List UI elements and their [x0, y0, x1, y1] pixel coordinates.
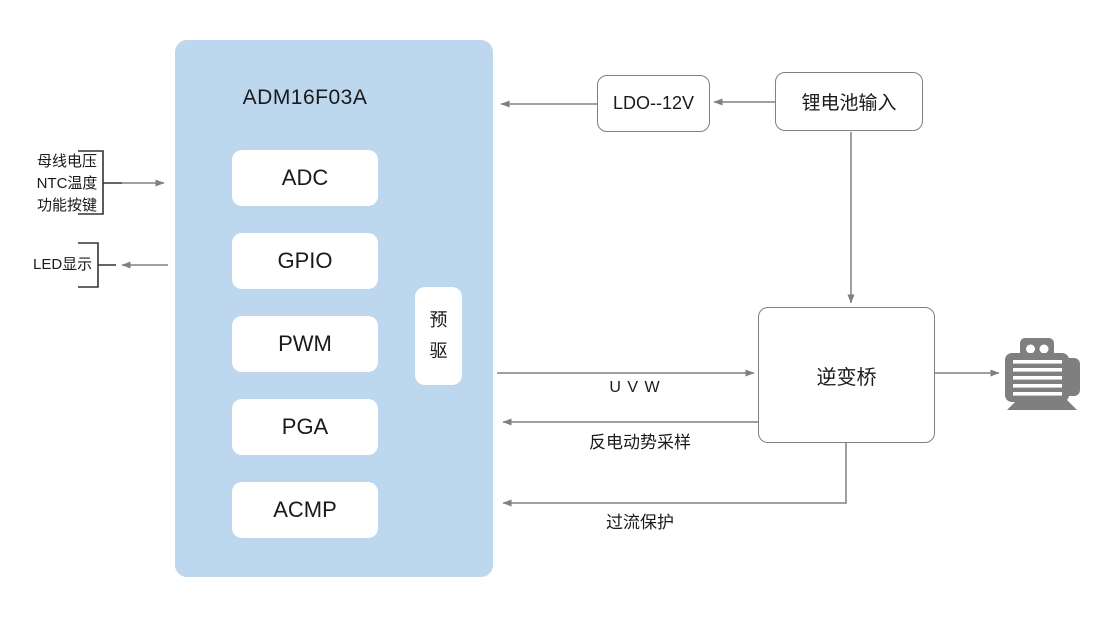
battery-input-label: 锂电池输入	[801, 93, 897, 114]
chip-block: ADM16F03A ADC GPIO PWM PGA ACMP 预驱	[175, 40, 493, 577]
uvw-phase-label: U V W	[609, 379, 661, 396]
inverter-bridge-label: 逆变桥	[816, 366, 877, 389]
input-line-ntc-temp: NTC温度	[36, 175, 98, 192]
ldo-label: LDO--12V	[612, 93, 695, 113]
led-display-label: LED显示	[33, 256, 93, 273]
ldo-block: LDO--12V	[597, 75, 710, 132]
chip-title: ADM16F03A	[242, 86, 368, 109]
predriver-block: 预驱	[415, 287, 462, 385]
motor-icon	[1005, 338, 1080, 410]
chip-module-acmp: ACMP	[232, 482, 378, 538]
chip-module-gpio: GPIO	[232, 233, 378, 289]
input-line-bus-voltage: 母线电压	[36, 153, 97, 170]
chip-module-adc: ADC	[232, 150, 378, 206]
overcurrent-arrow	[502, 443, 847, 507]
led-bracket	[78, 242, 116, 288]
chip-module-pwm: PWM	[232, 316, 378, 372]
input-line-func-key: 功能按键	[36, 197, 97, 214]
chip-module-pga: PGA	[232, 399, 378, 455]
inverter-bridge-block: 逆变桥	[758, 307, 935, 443]
predriver-label: 预驱	[429, 310, 448, 361]
analog-inputs-group: 母线电压 NTC温度 功能按键	[28, 151, 106, 217]
back-emf-sample-label: 反电动势采样	[589, 433, 691, 452]
overcurrent-protect-label: 过流保护	[606, 513, 674, 532]
inputs-bracket	[78, 150, 122, 215]
battery-input-block: 锂电池输入	[775, 72, 923, 131]
